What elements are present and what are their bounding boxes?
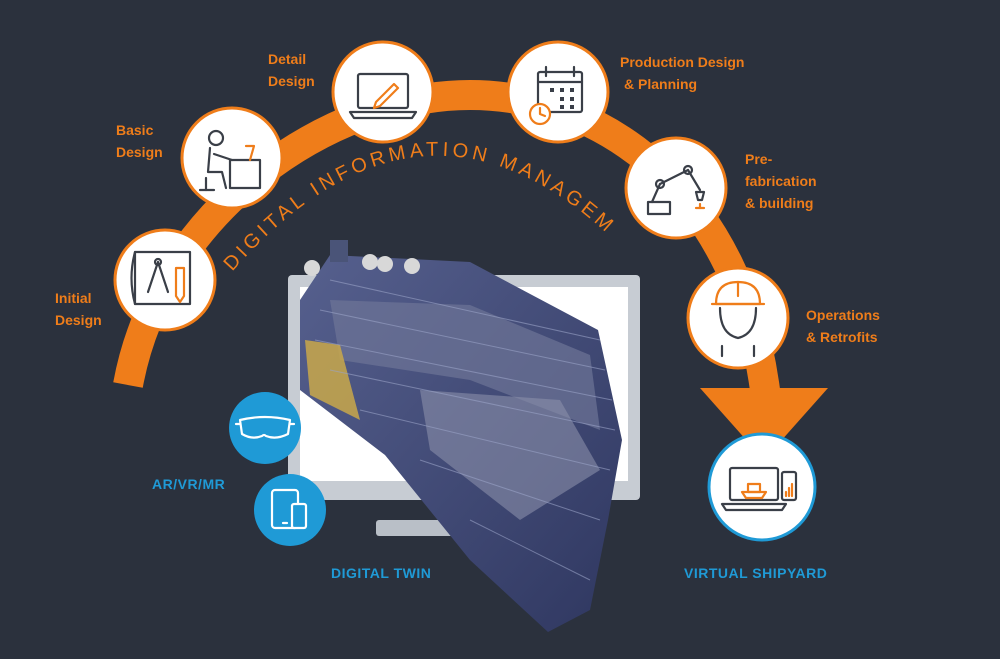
ar-vr-node bbox=[229, 392, 301, 464]
label-basic-design: Basic Design bbox=[116, 122, 163, 160]
hard-hat-worker-icon bbox=[710, 280, 766, 358]
tablet-phone-icon bbox=[270, 488, 308, 530]
stage-detail-design bbox=[331, 40, 435, 144]
label-ar-vr-mr: AR/VR/MR bbox=[152, 476, 226, 492]
stage-prefabrication bbox=[624, 136, 728, 240]
cruise-ship-model bbox=[300, 240, 622, 632]
label-operations: Operations & Retrofits bbox=[806, 307, 880, 345]
label-digital-twin: DIGITAL TWIN bbox=[331, 565, 432, 581]
label-initial-design: Initial Design bbox=[55, 290, 102, 328]
label-prefabrication: Pre- fabrication & building bbox=[745, 151, 817, 211]
label-virtual-shipyard: VIRTUAL SHIPYARD bbox=[684, 565, 828, 581]
virtual-shipyard-node bbox=[707, 432, 817, 542]
stage-production-design bbox=[506, 40, 610, 144]
arrow-head-icon bbox=[700, 388, 828, 460]
laptop-ship-phone-icon bbox=[720, 466, 798, 512]
stage-basic-design bbox=[180, 106, 284, 210]
process-arc bbox=[113, 79, 828, 460]
label-production-design: Production Design & Planning bbox=[620, 54, 745, 92]
laptop-pencil-icon bbox=[348, 72, 418, 120]
robot-arm-icon bbox=[646, 164, 706, 216]
stage-initial-design bbox=[113, 228, 217, 332]
mobile-devices-node bbox=[254, 474, 326, 546]
calendar-clock-icon bbox=[528, 65, 584, 126]
stage-operations bbox=[686, 266, 790, 370]
vr-headset-icon bbox=[234, 415, 296, 439]
drafting-plan-icon bbox=[130, 250, 192, 306]
label-detail-design: Detail Design bbox=[268, 51, 315, 89]
person-at-desk-icon bbox=[198, 129, 262, 192]
